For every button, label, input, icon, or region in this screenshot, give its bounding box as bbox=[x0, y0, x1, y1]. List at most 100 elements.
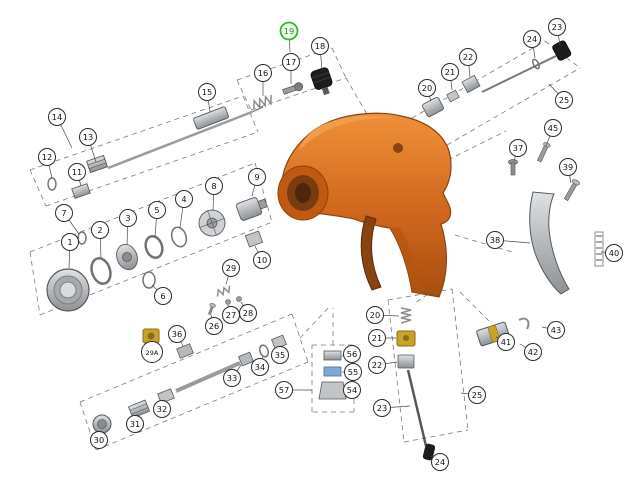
brass-valve-part bbox=[396, 330, 416, 347]
callout-number: 40 bbox=[609, 248, 619, 258]
callout-20-13[interactable]: 20 bbox=[418, 79, 436, 102]
callout-17-6[interactable]: 17 bbox=[282, 53, 300, 85]
callout-4-25[interactable]: 4 bbox=[175, 190, 193, 229]
callout-25-47[interactable]: 25 bbox=[460, 386, 486, 404]
callout-circle bbox=[282, 53, 300, 71]
nut-part bbox=[323, 350, 342, 361]
construction-lines bbox=[29, 40, 581, 451]
callout-23-9[interactable]: 23 bbox=[548, 18, 566, 46]
callout-56-51[interactable]: 56 bbox=[341, 345, 361, 363]
callout-9-27[interactable]: 9 bbox=[248, 168, 266, 197]
callout-22-11[interactable]: 22 bbox=[459, 48, 477, 78]
callout-31-40[interactable]: 31 bbox=[126, 413, 144, 433]
callout-22-44[interactable]: 22 bbox=[368, 356, 398, 374]
callout-number: 54 bbox=[347, 385, 357, 395]
callout-circle bbox=[509, 139, 527, 157]
callout-number: 15 bbox=[202, 87, 212, 97]
callout-40-19[interactable]: 40 bbox=[600, 244, 623, 262]
black-cap-part bbox=[552, 40, 572, 61]
callout-24-46[interactable]: 24 bbox=[430, 453, 449, 471]
callout-5-24[interactable]: 5 bbox=[148, 201, 166, 238]
callout-number: 28 bbox=[243, 308, 253, 318]
callout-39-17[interactable]: 39 bbox=[559, 158, 577, 184]
callout-number: 7 bbox=[61, 208, 66, 218]
callout-number: 39 bbox=[563, 162, 573, 172]
callout-2-22[interactable]: 2 bbox=[91, 221, 109, 259]
callout-11-3[interactable]: 11 bbox=[68, 163, 86, 187]
callout-29A-34[interactable]: 29A bbox=[141, 341, 163, 363]
valve-seat-part bbox=[397, 354, 415, 369]
callout-number: 21 bbox=[372, 333, 382, 343]
callout-circle bbox=[205, 317, 223, 335]
callout-21-43[interactable]: 21 bbox=[368, 329, 397, 347]
callout-number: 30 bbox=[94, 435, 104, 445]
callout-33-36[interactable]: 33 bbox=[223, 364, 242, 387]
side-fitting-assembly bbox=[476, 317, 530, 347]
callout-28-32[interactable]: 28 bbox=[239, 301, 257, 322]
callout-circle bbox=[175, 190, 193, 208]
callout-7-20[interactable]: 7 bbox=[55, 204, 80, 235]
callout-37-16[interactable]: 37 bbox=[509, 139, 527, 162]
callout-number: 20 bbox=[422, 83, 432, 93]
callout-43-50[interactable]: 43 bbox=[541, 321, 565, 339]
callout-circle bbox=[148, 201, 166, 219]
callout-12-2[interactable]: 12 bbox=[38, 148, 56, 179]
callout-14-0[interactable]: 14 bbox=[48, 108, 73, 149]
callout-23-45[interactable]: 23 bbox=[373, 399, 411, 417]
callout-number: 5 bbox=[154, 205, 159, 215]
callout-circle bbox=[154, 287, 172, 305]
callout-42-49[interactable]: 42 bbox=[519, 343, 542, 361]
spring-part bbox=[400, 307, 412, 324]
callout-41-48[interactable]: 41 bbox=[495, 333, 515, 351]
callout-circle bbox=[431, 453, 449, 471]
callout-34-37[interactable]: 34 bbox=[251, 355, 269, 376]
spring-part bbox=[253, 94, 272, 110]
callout-25-14[interactable]: 25 bbox=[548, 83, 573, 109]
callout-21-12[interactable]: 21 bbox=[441, 63, 459, 91]
callout-38-18[interactable]: 38 bbox=[486, 231, 531, 249]
callout-3-23[interactable]: 3 bbox=[119, 209, 137, 246]
callout-circle bbox=[38, 148, 56, 166]
callout-29-30[interactable]: 29 bbox=[222, 259, 240, 285]
ball-part bbox=[225, 299, 231, 305]
callout-10-29[interactable]: 10 bbox=[253, 245, 271, 269]
callout-24-10[interactable]: 24 bbox=[523, 30, 541, 59]
callout-number: 24 bbox=[435, 457, 445, 467]
callout-15-4[interactable]: 15 bbox=[198, 83, 216, 113]
callout-55-52[interactable]: 55 bbox=[342, 363, 362, 381]
callout-45-15[interactable]: 45 bbox=[544, 119, 562, 147]
callout-number: 57 bbox=[279, 385, 289, 395]
callout-number: 23 bbox=[552, 22, 562, 32]
callout-30-39[interactable]: 30 bbox=[90, 431, 108, 449]
callout-26-33[interactable]: 26 bbox=[205, 314, 223, 335]
valve-housing-part bbox=[422, 96, 444, 118]
bottom-valve-assembly bbox=[396, 307, 436, 461]
callout-54-53[interactable]: 54 bbox=[342, 381, 361, 399]
callout-20-42[interactable]: 20 bbox=[366, 306, 400, 324]
oring-part bbox=[144, 235, 164, 259]
callout-16-5[interactable]: 16 bbox=[254, 64, 272, 97]
callout-circle bbox=[141, 341, 163, 363]
callout-8-26[interactable]: 8 bbox=[205, 177, 223, 212]
callout-circle bbox=[343, 381, 361, 399]
callout-circle bbox=[48, 108, 66, 126]
callout-circle bbox=[168, 325, 186, 343]
callout-36-35[interactable]: 36 bbox=[168, 325, 186, 347]
callout-1-21[interactable]: 1 bbox=[61, 233, 79, 269]
callout-circle bbox=[223, 369, 241, 387]
callout-35-38[interactable]: 35 bbox=[271, 346, 289, 364]
callout-57-54[interactable]: 57 bbox=[275, 381, 313, 399]
trigger-blade-part bbox=[529, 191, 570, 295]
spacer-part bbox=[446, 89, 460, 103]
callout-number: 23 bbox=[377, 403, 387, 413]
callout-circle bbox=[544, 119, 562, 137]
hex-fitting-part bbox=[85, 154, 109, 174]
callout-18-8[interactable]: 18 bbox=[311, 37, 329, 71]
callout-32-41[interactable]: 32 bbox=[153, 399, 171, 418]
callout-number: 25 bbox=[472, 390, 482, 400]
callout-19-7[interactable]: 19 bbox=[279, 21, 299, 53]
callout-circle bbox=[254, 64, 272, 82]
callout-13-1[interactable]: 13 bbox=[79, 128, 97, 163]
callout-6-28[interactable]: 6 bbox=[151, 284, 172, 305]
